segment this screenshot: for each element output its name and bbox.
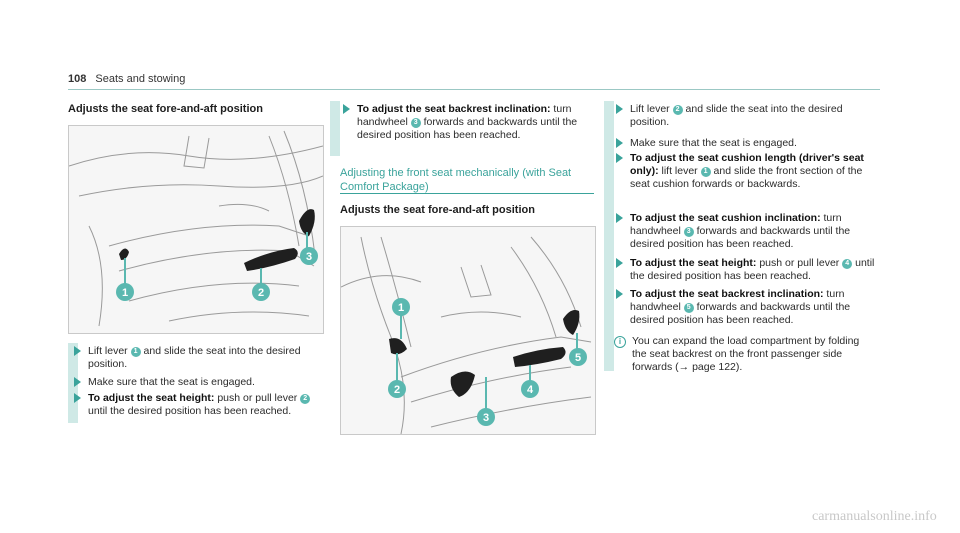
callout-label: 1	[122, 287, 128, 299]
step-item: To adjust the seat height: push or pull …	[74, 392, 324, 418]
footer-watermark: carmanualsonline.info	[812, 509, 937, 524]
figure-callouts	[388, 298, 587, 426]
link-rule	[340, 193, 594, 194]
callout-label: 3	[483, 412, 489, 424]
callout-badge: 3	[410, 118, 421, 128]
step-bar	[68, 343, 78, 423]
callout-label: 2	[394, 384, 400, 396]
step-item: To adjust the seat backrest inclination:…	[616, 288, 875, 327]
callout-label: 4	[527, 384, 534, 396]
callout-badge: 5	[683, 303, 694, 313]
step-item: To adjust the seat backrest inclination:…	[343, 103, 597, 142]
info-icon: i	[614, 336, 626, 348]
section-heading-fore-aft-2: Adjusts the seat fore-and-aft position	[340, 204, 535, 216]
callout-badge: 2	[672, 105, 683, 115]
callout-label: 3	[306, 251, 312, 263]
step-item: Lift lever 2 and slide the seat into the…	[616, 103, 875, 129]
callout-badge: 2	[300, 394, 311, 404]
step-arrow-icon	[616, 104, 623, 114]
step-arrow-icon	[616, 258, 623, 268]
page-header: 108 Seats and stowing	[68, 73, 185, 85]
step-item: Make sure that the seat is engaged.	[74, 376, 324, 389]
seat-illustration-comfort: 1 2 3 4 5	[340, 226, 596, 435]
callout-label: 1	[398, 302, 404, 314]
step-item: To adjust the seat cushion inclination: …	[616, 212, 875, 251]
callout-badge: 1	[130, 347, 141, 357]
step-arrow-icon	[616, 213, 623, 223]
handwheel-3-part	[450, 371, 475, 397]
header-rule	[68, 89, 880, 90]
step-arrow-icon	[616, 289, 623, 299]
figure-callouts	[116, 247, 318, 301]
step-item: To adjust the seat height: push or pull …	[616, 257, 875, 283]
lever-4-part	[513, 347, 566, 367]
step-bar	[604, 101, 614, 371]
cross-reference-heading[interactable]: Adjusting the front seat mechanically (w…	[340, 167, 572, 193]
callout-badge: 1	[700, 167, 711, 177]
callout-label: 5	[575, 352, 581, 364]
callout-badge: 4	[842, 259, 853, 269]
page-number: 108	[68, 73, 87, 85]
step-arrow-icon	[343, 104, 350, 114]
callout-label: 2	[258, 287, 264, 299]
step-item: Lift lever 1 and slide the seat into the…	[74, 345, 324, 371]
step-arrow-icon	[616, 153, 623, 163]
handwheel-3-part	[299, 209, 315, 236]
step-arrow-icon	[74, 377, 81, 387]
lever-1-part	[389, 338, 407, 355]
info-note: You can expand the load compartment by f…	[632, 335, 860, 373]
step-arrow-icon	[74, 393, 81, 403]
handwheel-5-part	[563, 310, 580, 335]
seat-illustration-manual: 1 2 3	[68, 125, 324, 334]
lever-2-part	[244, 248, 298, 271]
lever-1-part	[119, 248, 129, 260]
step-item: Make sure that the seat is engaged.	[616, 137, 875, 150]
step-arrow-icon	[616, 138, 623, 148]
step-arrow-icon	[74, 346, 81, 356]
step-item: To adjust the seat cushion length (drive…	[616, 152, 875, 191]
chapter-title: Seats and stowing	[95, 73, 186, 85]
callout-badge: 3	[683, 227, 694, 237]
step-bar	[330, 101, 340, 156]
section-heading-fore-aft: Adjusts the seat fore-and-aft position	[68, 103, 263, 115]
